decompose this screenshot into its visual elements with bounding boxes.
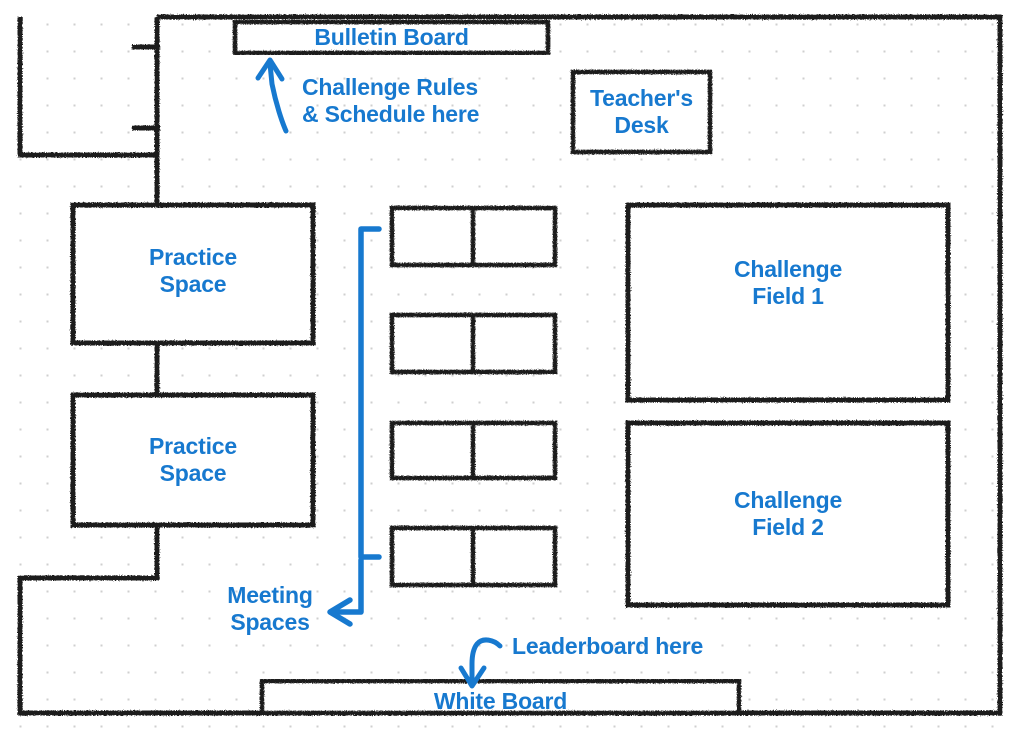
meeting-table-1-shape — [389, 205, 558, 268]
meeting-table-4-shape — [389, 525, 558, 588]
arrow-up-icon — [255, 57, 289, 134]
practice-space-2-shape — [70, 392, 316, 528]
white-board-shape — [259, 678, 742, 716]
challenge-field-2-shape — [625, 420, 951, 608]
bulletin-board-shape — [232, 19, 551, 56]
meeting-table-3-shape — [389, 420, 558, 481]
teachers-desk-shape — [570, 69, 713, 155]
arrow-down-icon — [458, 637, 503, 689]
practice-space-1-shape — [70, 202, 316, 346]
challenge-field-1-shape — [625, 202, 951, 403]
door-icon — [132, 44, 160, 131]
meeting-table-2-shape — [389, 312, 558, 375]
arrow-left-icon — [327, 557, 364, 627]
bracket-icon — [358, 226, 382, 560]
